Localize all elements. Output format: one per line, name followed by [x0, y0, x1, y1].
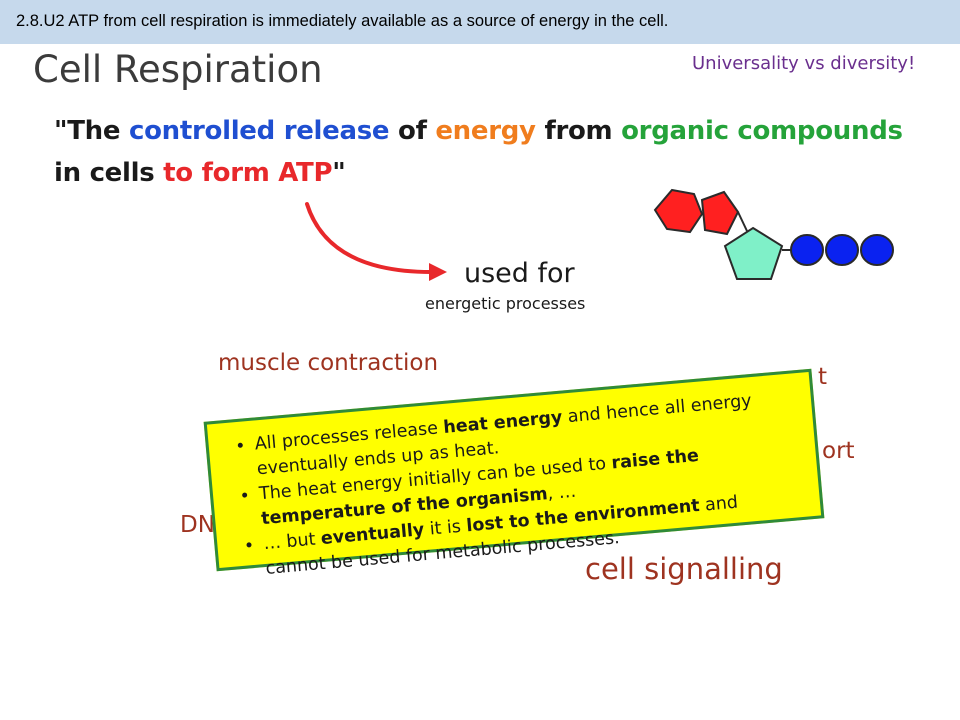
process-muscle-contraction: muscle contraction [218, 350, 439, 376]
definition-energy: energy [435, 116, 536, 146]
definition-to-form-atp: to form ATP [163, 158, 333, 188]
process-cell-signalling: cell signalling [585, 552, 783, 586]
curved-arrow-icon [305, 202, 447, 281]
definition-in-cells: in cells [54, 158, 164, 188]
process-fragment-dn: DN [180, 512, 215, 538]
definition-controlled-release: controlled release [128, 116, 390, 146]
phosphate-2-shape [825, 234, 859, 266]
definition-of: of [389, 116, 436, 146]
definition-organic-compounds: organic compounds [621, 116, 903, 146]
process-fragment-ort: ort [822, 438, 855, 464]
adenine-pentagon-shape [700, 190, 740, 236]
definition-quote: "The controlled release of energy from o… [54, 110, 934, 194]
slide-subtitle: Universality vs diversity! [692, 53, 916, 74]
energetic-processes-label: energetic processes [425, 294, 586, 313]
process-fragment-t: t [818, 364, 828, 390]
header-banner: 2.8.U2 ATP from cell respiration is imme… [0, 0, 960, 44]
definition-open: "The [54, 116, 129, 146]
adenine-hexagon-shape [653, 188, 704, 234]
heat-energy-note: All processes release heat energy and he… [203, 368, 825, 579]
slide-title: Cell Respiration [33, 48, 323, 91]
used-for-label: used for [464, 258, 575, 289]
banner-text: 2.8.U2 ATP from cell respiration is imme… [16, 12, 669, 30]
definition-close: " [332, 158, 346, 188]
definition-from: from [535, 116, 622, 146]
phosphate-1-shape [790, 234, 824, 266]
phosphate-3-shape [860, 234, 894, 266]
ribose-pentagon-shape [723, 226, 784, 280]
atp-molecule-icon [653, 188, 894, 280]
